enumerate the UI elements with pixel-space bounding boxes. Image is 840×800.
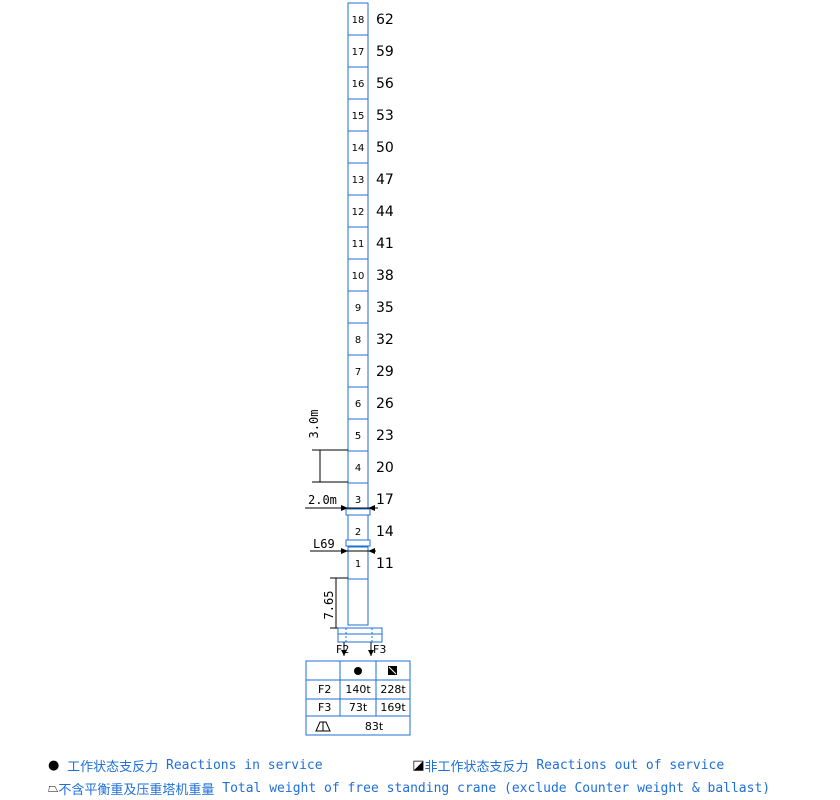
dimension-lines: 3.0m 2.0m L69 7.65: [305, 410, 378, 629]
mast-section-number: 4: [355, 463, 361, 474]
mast-section-height: 50: [376, 140, 394, 156]
table-row-f2-label: F2: [318, 683, 331, 696]
mast-section-height: 17: [376, 492, 394, 508]
mast-section-number: 3: [355, 495, 361, 506]
mast-section-number: 15: [352, 111, 365, 122]
mast-section-number: 13: [352, 175, 365, 186]
mast-section-height: 20: [376, 460, 394, 476]
dim-base-height-text: 7.65: [322, 591, 336, 620]
legend-out-service-en: Reactions out of service: [536, 758, 725, 773]
reaction-f3-label: F3: [373, 643, 386, 656]
table-row-f2-out-service: 228t: [380, 683, 406, 696]
out-of-service-square-icon: [388, 666, 397, 675]
table-border: [305, 660, 411, 736]
dim-section-height-text: 3.0m: [307, 410, 321, 439]
tower-base: F2 F3: [336, 627, 386, 656]
reaction-f3-arrowhead: [368, 650, 374, 656]
dim-l69-arrow-left: [341, 548, 348, 554]
reaction-table: F2 140t 228t F3 73t 169t 83t: [305, 660, 411, 736]
mast-section-number: 7: [355, 367, 361, 378]
table-row-f3-out-service: 169t: [380, 701, 406, 714]
mast-section-height: 59: [376, 44, 394, 60]
out-of-service-square-icon: ◪: [412, 758, 425, 773]
mast-section-height: 35: [376, 300, 394, 316]
legend-row-2: ⏢不含平衡重及压重塔机重量 Total weight of free stand…: [48, 779, 770, 798]
dim-section-width-text: 2.0m: [308, 493, 337, 507]
reaction-f2-arrowhead: [341, 650, 347, 656]
mast-section-number: 9: [355, 303, 361, 314]
mast-section-height: 26: [376, 396, 394, 412]
dim-width-arrow-left: [341, 505, 348, 511]
table-row-f3-label: F3: [318, 701, 331, 714]
mast-section-height: 56: [376, 76, 394, 92]
mast-joint-plate: [345, 539, 371, 547]
table-row-f2-in-service: 140t: [345, 683, 371, 696]
mast-section-height: 53: [376, 108, 394, 124]
mast-section-height: 47: [376, 172, 394, 188]
mast-section-number: 18: [352, 15, 365, 26]
mast-section-number: 16: [352, 79, 365, 90]
mast-joint-plate: [345, 508, 371, 516]
base-frame: [337, 627, 383, 643]
total-weight-icon: [315, 721, 331, 732]
mast-section-number: 6: [355, 399, 361, 410]
mast-section-number: 11: [352, 239, 365, 250]
legend-out-service-cn: 非工作状态支反力: [424, 760, 529, 775]
reaction-f2-label: F2: [336, 643, 349, 656]
mast-section-number: 10: [352, 271, 365, 282]
mast-section-height: 62: [376, 12, 394, 28]
mast-section-height: 11: [376, 556, 394, 572]
legend-in-service-en: Reactions in service: [166, 758, 323, 773]
legend-in-service-cn: 工作状态支反力: [67, 760, 159, 775]
mast-section-height: 44: [376, 204, 394, 220]
mast-section-number: 17: [352, 47, 365, 58]
mast-section-height: 38: [376, 268, 394, 284]
in-service-dot-icon: ●: [48, 758, 60, 773]
mast-section-height: 23: [376, 428, 394, 444]
mast-section-number: 12: [352, 207, 365, 218]
legend-total-en: Total weight of free standing crane (exc…: [222, 781, 771, 796]
legend-total-cn: 不含平衡重及压重塔机重量: [58, 783, 215, 798]
dim-l69-arrow-right: [368, 548, 375, 554]
mast-section-height: 29: [376, 364, 394, 380]
total-weight-icon: ⏢: [48, 781, 59, 796]
mast-section-number: 14: [352, 143, 365, 154]
mast-section-height: 32: [376, 332, 394, 348]
table-row-f3-in-service: 73t: [349, 701, 368, 714]
table-total-weight: 83t: [365, 720, 384, 733]
in-service-dot-icon: [354, 667, 362, 675]
mast-section-number: 2: [355, 527, 361, 538]
mast-section-number: 5: [355, 431, 361, 442]
mast-section-height: 41: [376, 236, 394, 252]
dim-mast-type-text: L69: [313, 537, 335, 551]
mast-section-height: 14: [376, 524, 394, 540]
legend-row-1: ● 工作状态支反力 Reactions in service ◪非工作状态支反力…: [48, 756, 724, 775]
mast-outline: [347, 2, 369, 626]
mast-section-number: 1: [355, 559, 361, 570]
dim-width-arrow-right: [368, 505, 375, 511]
mast-section-number: 8: [355, 335, 361, 346]
